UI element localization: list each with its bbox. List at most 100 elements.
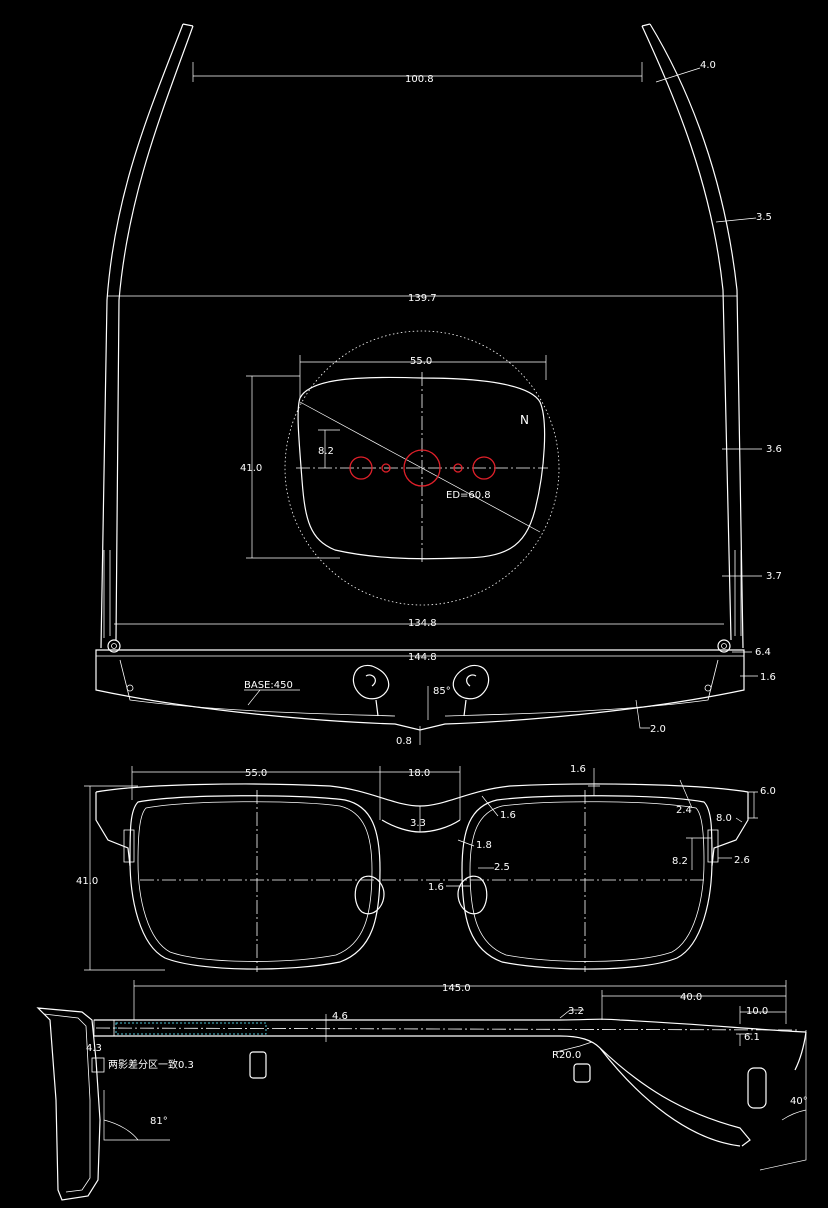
dim-lens-height: 41.0 — [240, 463, 262, 474]
dim-hinge-width: 2.6 — [734, 855, 750, 866]
dim-pad-arm: 1.8 — [476, 840, 492, 851]
side-temple-bottom — [94, 1035, 751, 1147]
dim-bridge-width: 18.0 — [408, 768, 430, 779]
dim-lens-width-line — [299, 355, 547, 398]
front-bar-inner — [119, 659, 719, 717]
dim-pd-offset: 8.2 — [318, 446, 334, 457]
lens-optical-center-mark — [403, 449, 441, 487]
section-mark-2 — [573, 1063, 591, 1083]
right-temple-tip — [641, 23, 651, 27]
dim-bend-radius-line — [555, 1041, 593, 1053]
dim-tip-thickness-line — [736, 1033, 752, 1046]
dim-front-lens-width-line — [131, 766, 381, 820]
side-temple-texture — [115, 1022, 267, 1035]
dim-front-thickness: 2.0 — [650, 724, 666, 735]
right-nose-pad-icon — [452, 664, 490, 717]
side-hinge-lower — [91, 1057, 105, 1073]
side-temple-centerline — [95, 1027, 801, 1031]
left-hinge-icon — [107, 639, 121, 653]
lens-mark-left-large — [349, 456, 373, 480]
dim-front-thickness-leader — [635, 699, 650, 729]
nasal-mark: N — [520, 413, 529, 427]
dim-temple-tip-leader — [655, 67, 701, 83]
dim-temple-step: 3.2 — [568, 1006, 584, 1017]
dim-temple-mid-width: 3.5 — [756, 212, 772, 223]
right-hinge-pin — [721, 643, 727, 649]
dim-overall-span: 139.7 — [408, 293, 437, 304]
dim-bridge-width-line — [380, 766, 461, 820]
dim-endpiece-depth-leader — [735, 817, 743, 823]
dim-pad-angle: 85° — [433, 686, 451, 697]
dim-hinge-offset: 4.3 — [86, 1043, 102, 1054]
left-hinge-pin — [111, 643, 117, 649]
right-temple-core — [734, 550, 742, 636]
left-screw-icon — [126, 684, 134, 692]
left-temple-tip — [182, 23, 194, 27]
left-temple-core — [103, 550, 111, 638]
dim-temple-length: 145.0 — [442, 983, 471, 994]
dim-front-lens-width: 55.0 — [245, 768, 267, 779]
dim-tip-thickness: 6.1 — [744, 1032, 760, 1043]
right-lens-inner — [469, 801, 705, 962]
dim-temple-width-upper: 3.6 — [766, 444, 782, 455]
dim-front-lens-height: 41.0 — [76, 876, 98, 887]
right-hinge-icon — [717, 639, 731, 653]
dim-rim-corner: 2.4 — [676, 805, 692, 816]
dim-pd-offset-line — [318, 429, 340, 468]
left-lens-rim — [129, 795, 381, 970]
dim-tip-end: 10.0 — [746, 1006, 768, 1017]
left-hinge-block — [123, 829, 135, 863]
dim-tip-angle: 40° — [790, 1096, 808, 1107]
lens-blank-circle — [284, 330, 560, 606]
dim-lens-width: 55.0 — [410, 356, 432, 367]
dim-endpiece-height-line — [748, 791, 758, 819]
dim-temple-height: 4.6 — [332, 1011, 348, 1022]
dim-front-angle: 81° — [150, 1116, 168, 1127]
right-screw-icon — [704, 684, 712, 692]
dim-lens-height-line — [246, 375, 340, 559]
side-hinge-block — [93, 1019, 115, 1037]
dim-hinge-thickness: 6.4 — [755, 647, 771, 658]
dim-bend-radius: R20.0 — [552, 1050, 581, 1061]
left-lens-inner — [137, 801, 373, 962]
dim-rim-corner-leader — [679, 779, 693, 809]
dim-tip-end-line — [739, 1006, 786, 1024]
left-endpiece — [95, 792, 131, 867]
top-view: 100.8 4.0 3.5 139.7 3.6 3.7 134.8 144.8 … — [95, 23, 782, 747]
dim-temple-mid-leader — [715, 217, 757, 223]
dim-bridge-height: 3.3 — [410, 818, 426, 829]
right-endpiece — [711, 792, 749, 867]
side-front-inner — [43, 1013, 91, 1193]
dim-temple-tip-width: 4.0 — [700, 60, 716, 71]
lens-detail: 55.0 41.0 8.2 ED=60.8 N — [240, 330, 560, 606]
dim-front-angle-arc — [103, 1090, 170, 1141]
dim-rim-top: 1.6 — [570, 764, 586, 775]
right-front-pad-icon — [457, 875, 488, 915]
dim-end-thickness: 1.6 — [760, 672, 776, 683]
dim-rim-top-line — [588, 768, 600, 796]
right-lens-rim — [461, 795, 713, 970]
side-front-profile — [36, 1007, 101, 1201]
right-temple-outer — [649, 23, 744, 649]
dim-temple-inner-span: 100.8 — [405, 74, 434, 85]
lens-mark-right-small — [453, 463, 463, 473]
dim-rim-side: 1.6 — [500, 810, 516, 821]
dim-pad-offset: 2.5 — [494, 862, 510, 873]
dim-bridge-offset: 0.8 — [396, 736, 412, 747]
dim-hinge-span: 134.8 — [408, 618, 437, 629]
dim-front-width: 144.8 — [408, 652, 437, 663]
lens-mark-left-small — [381, 463, 391, 473]
dim-pad-width: 1.6 — [428, 882, 444, 893]
lens-diameter-line — [299, 401, 541, 533]
dim-hinge-drop: 8.2 — [672, 856, 688, 867]
dim-temple-length-line — [133, 980, 787, 1024]
dim-endpiece-depth: 8.0 — [716, 813, 732, 824]
section-mark-3 — [747, 1067, 767, 1109]
right-temple-inner — [641, 25, 732, 641]
side-view: 145.0 40.0 10.0 3.2 4.6 R20.0 6.1 4.3 两影… — [36, 980, 808, 1201]
dim-effective-diameter: ED=60.8 — [446, 490, 491, 501]
left-temple-inner — [115, 25, 194, 641]
dim-tip-length: 40.0 — [680, 992, 702, 1003]
dim-temple-step-line — [559, 1009, 584, 1019]
dim-base-curve-leader — [244, 689, 300, 706]
